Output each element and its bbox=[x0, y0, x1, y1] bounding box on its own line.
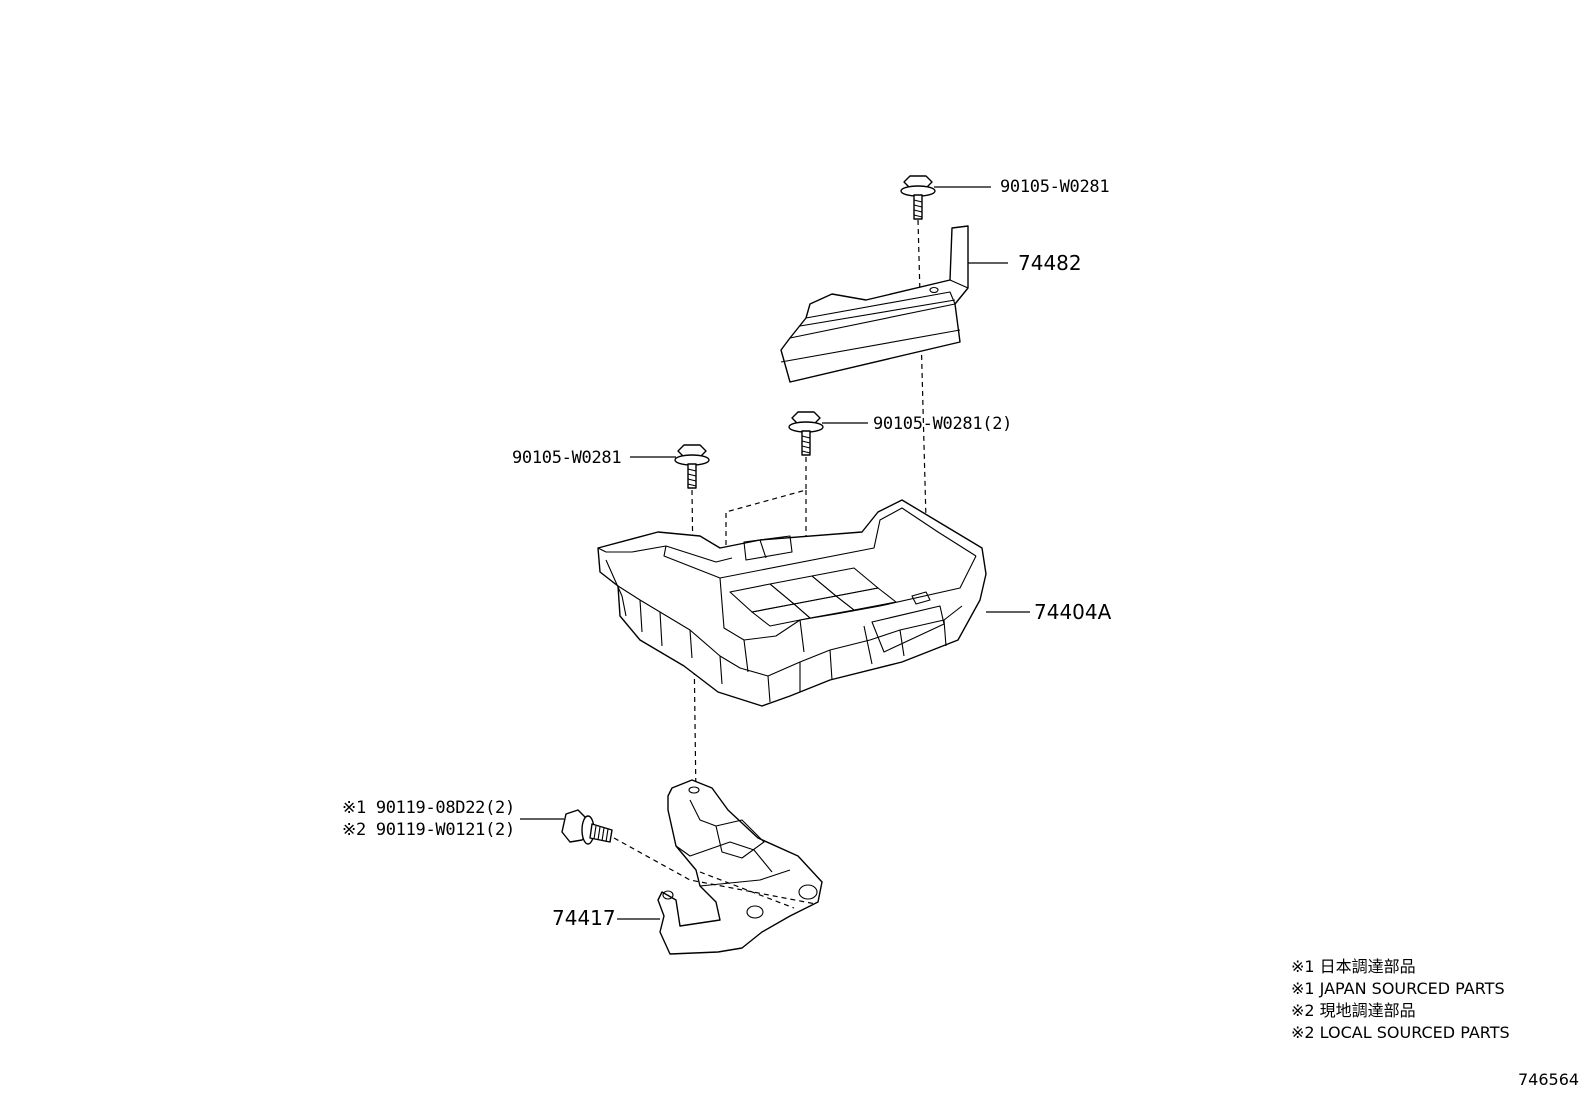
bolt-top[interactable] bbox=[900, 175, 936, 220]
dash-bolt-bracket bbox=[613, 837, 817, 905]
label-bolt-bracket-2[interactable]: ※2 90119-W0121(2) bbox=[342, 820, 515, 840]
note-2-en: ※2 LOCAL SOURCED PARTS bbox=[1291, 1023, 1510, 1042]
bracket-74417[interactable] bbox=[657, 779, 823, 955]
plate-74482[interactable] bbox=[780, 225, 969, 383]
bolt-mid-left[interactable] bbox=[674, 444, 710, 489]
bolt-bracket[interactable] bbox=[561, 809, 613, 845]
label-74404a[interactable]: 74404A bbox=[1034, 600, 1112, 624]
label-74417[interactable]: 74417 bbox=[552, 906, 616, 930]
label-74482[interactable]: 74482 bbox=[1018, 251, 1082, 275]
bolt-mid-right[interactable] bbox=[788, 411, 824, 456]
dash-bolt-mid-right bbox=[725, 457, 807, 640]
label-bolt-mid-left[interactable]: 90105-W0281 bbox=[512, 448, 622, 468]
tray-74404a[interactable] bbox=[597, 499, 987, 707]
note-1-en: ※1 JAPAN SOURCED PARTS bbox=[1291, 979, 1505, 998]
illustration-id: 746564 bbox=[1518, 1070, 1580, 1089]
note-2-jp: ※2 現地調達部品 bbox=[1291, 1001, 1416, 1020]
label-bolt-bracket-1[interactable]: ※1 90119-08D22(2) bbox=[342, 798, 515, 818]
label-bolt-top[interactable]: 90105-W0281 bbox=[1000, 177, 1110, 197]
label-bolt-mid-right[interactable]: 90105-W0281(2) bbox=[873, 414, 1013, 434]
note-1-jp: ※1 日本調達部品 bbox=[1291, 957, 1416, 976]
dash-bolt-bracket-2 bbox=[699, 871, 795, 909]
